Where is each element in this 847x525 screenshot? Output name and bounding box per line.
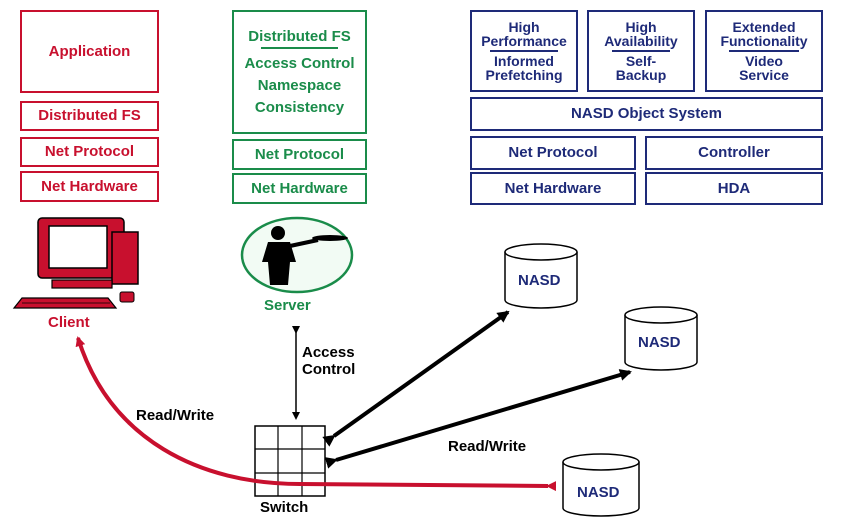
nasd-disk-icon-1 (504, 243, 578, 309)
server-net-hardware-label: Net Hardware (251, 179, 348, 197)
extended-label-2: Functionality (720, 33, 808, 49)
server-namespace-label: Namespace (257, 77, 342, 94)
server-net-protocol-box: Net Protocol (232, 139, 367, 170)
access-control-label-1: Access (302, 344, 355, 361)
nasd-net-protocol-box: Net Protocol (470, 136, 636, 170)
nasd-hda-box: HDA (645, 172, 823, 205)
computer-icon (12, 217, 139, 309)
read-write-left-label: Read/Write (136, 407, 215, 424)
nasd-1-label: NASD (518, 272, 561, 289)
client-net-protocol-box: Net Protocol (20, 137, 159, 167)
nasd-high-availability-box: High Availability Self- Backup (587, 10, 695, 92)
switch-label: Switch (260, 499, 309, 516)
client-net-hardware-box: Net Hardware (20, 171, 159, 202)
server-distributed-fs-label: Distributed FS (248, 27, 351, 45)
nasd-net-hardware-label: Net Hardware (504, 179, 602, 197)
client-distributed-fs-label: Distributed FS (38, 107, 141, 125)
server-fs-box: Distributed FS Access Control Namespace … (232, 10, 367, 134)
client-application-box: Application (20, 10, 159, 93)
server-consistency-label: Consistency (254, 98, 345, 116)
nasd-object-system-box: NASD Object System (470, 97, 823, 131)
extended-label-1: Extended (732, 19, 796, 35)
server-net-hardware-box: Net Hardware (232, 173, 367, 204)
high-availability-label-2: Availability (604, 33, 678, 49)
server-waiter-icon (240, 216, 354, 294)
nasd-divider-1 (489, 50, 559, 52)
high-performance-label-2: Performance (481, 33, 567, 49)
nasd-controller-box: Controller (645, 136, 823, 170)
nasd-disk-icon-2 (624, 306, 698, 371)
informed-label-2: Prefetching (485, 67, 563, 83)
access-control-label: Access Control (302, 344, 355, 379)
client-net-hardware-label: Net Hardware (41, 177, 138, 195)
informed-label-1: Informed (494, 53, 554, 69)
nasd-net-hardware-box: Net Hardware (470, 172, 636, 205)
read-write-right-label: Read/Write (448, 438, 527, 455)
nasd-object-system-label: NASD Object System (571, 105, 722, 123)
client-label: Client (48, 314, 90, 331)
nasd-extended-functionality-box: Extended Functionality Video Service (705, 10, 823, 92)
nasd-controller-label: Controller (698, 144, 770, 162)
server-divider (260, 47, 338, 50)
high-performance-label-1: High (508, 19, 540, 35)
client-read-write-arrow (75, 336, 557, 492)
nasd-divider-2 (611, 50, 671, 52)
client-net-protocol-label: Net Protocol (44, 143, 135, 161)
self-backup-label-1: Self- (625, 53, 657, 69)
nasd-net-protocol-label: Net Protocol (508, 144, 598, 162)
server-net-protocol-label: Net Protocol (254, 145, 345, 163)
nasd-3-label: NASD (577, 484, 620, 501)
video-label-1: Video (745, 53, 783, 69)
access-control-label-2: Control (302, 361, 356, 379)
server-label: Server (264, 297, 311, 314)
client-distributed-fs-box: Distributed FS (20, 101, 159, 131)
server-access-control-label: Access Control (244, 55, 355, 73)
nasd-2-label: NASD (638, 334, 681, 351)
video-label-2: Service (739, 67, 789, 83)
nasd-hda-label: HDA (717, 179, 751, 197)
self-backup-label-2: Backup (615, 67, 667, 83)
high-availability-label-1: High (625, 19, 657, 35)
nasd-high-performance-box: High Performance Informed Prefetching (470, 10, 578, 92)
client-application-label: Application (48, 42, 131, 60)
nasd-divider-3 (729, 50, 799, 52)
